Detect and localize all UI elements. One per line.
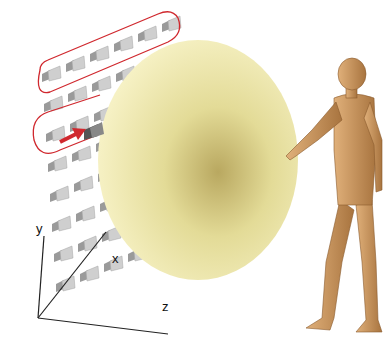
speaker xyxy=(52,216,71,232)
speaker xyxy=(50,186,69,202)
speaker xyxy=(48,156,67,172)
speaker xyxy=(66,56,85,72)
arrow-head xyxy=(72,128,86,140)
speaker xyxy=(54,246,73,262)
sound-field xyxy=(98,40,298,280)
axes xyxy=(38,232,168,334)
speaker xyxy=(76,206,95,222)
speaker xyxy=(92,76,111,92)
speaker xyxy=(72,146,91,162)
active-speaker xyxy=(84,122,104,140)
selection-loop xyxy=(33,95,105,153)
speaker xyxy=(114,36,133,52)
axis-label: z xyxy=(162,300,169,313)
human-figure xyxy=(286,58,382,332)
speaker xyxy=(78,236,97,252)
speaker xyxy=(74,176,93,192)
speaker xyxy=(80,266,99,282)
axis-label: y xyxy=(36,222,43,235)
speaker xyxy=(138,26,157,42)
speaker xyxy=(42,66,61,82)
speaker xyxy=(90,46,109,62)
axis-label: x xyxy=(112,252,119,265)
